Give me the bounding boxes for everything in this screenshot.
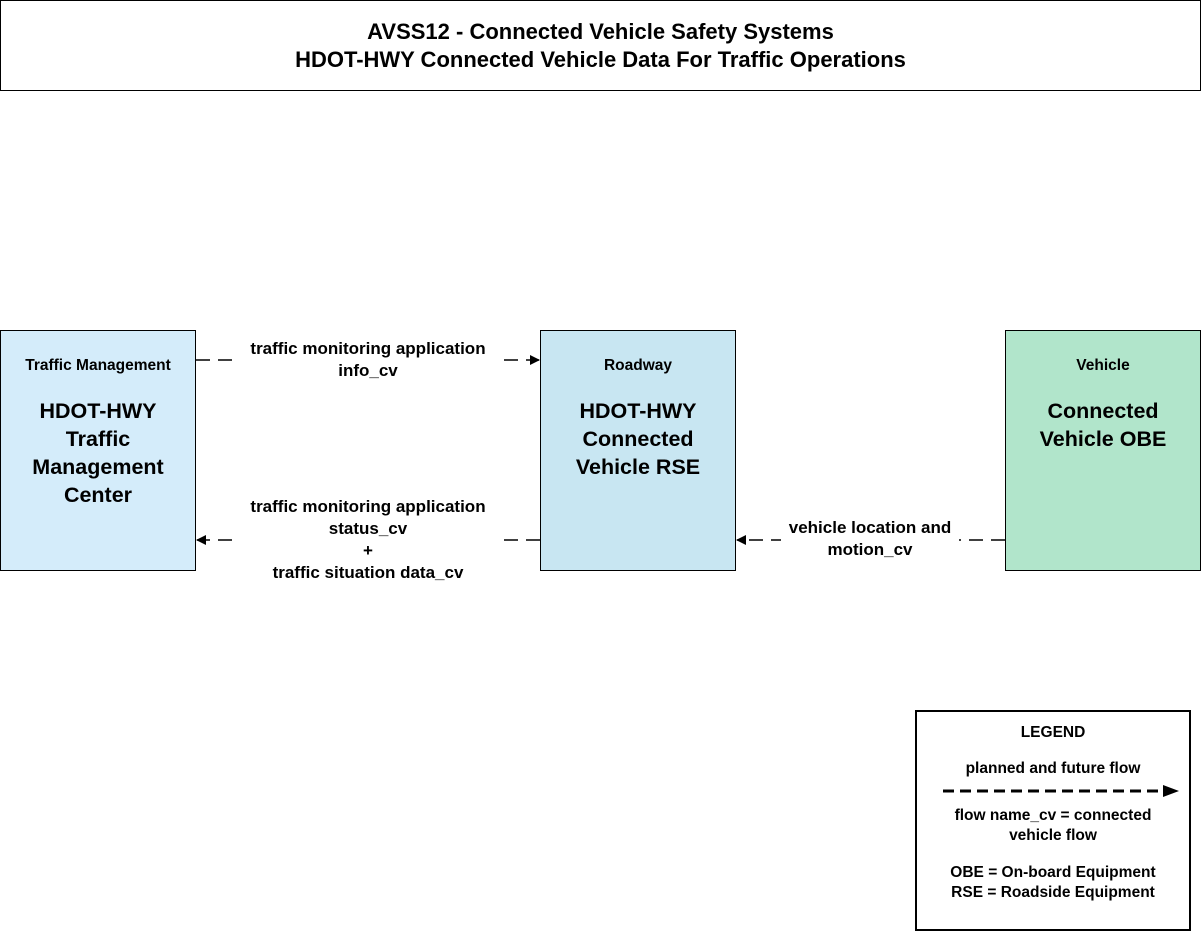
legend-cv-explanation: flow name_cv = connected vehicle flow	[917, 806, 1189, 846]
node-category: Traffic Management	[25, 357, 171, 374]
legend-abbr-line: OBE = On-board Equipment	[950, 864, 1156, 881]
node-traffic-management-center: Traffic Management HDOT-HWY Traffic Mana…	[0, 330, 196, 571]
legend-title: LEGEND	[1020, 724, 1086, 741]
flow-label-rse-to-tmc: traffic monitoring application status_cv…	[240, 496, 496, 584]
legend-cv-line: flow name_cv = connected	[954, 807, 1152, 824]
node-name: HDOT-HWY Connected Vehicle RSE	[541, 397, 735, 481]
node-name-line: Connected	[582, 427, 694, 451]
flow-label-tmc-to-rse: traffic monitoring application info_cv	[240, 338, 496, 382]
flow-label-line: vehicle location and	[788, 518, 952, 537]
diagram-title-line-1: AVSS12 - Connected Vehicle Safety System…	[367, 18, 834, 44]
node-category: Roadway	[603, 357, 673, 374]
legend-abbreviations: OBE = On-board Equipment RSE = Roadside …	[917, 863, 1189, 903]
flow-label-line: +	[363, 541, 373, 560]
diagram-title-box: AVSS12 - Connected Vehicle Safety System…	[0, 0, 1201, 91]
legend-cv-line: vehicle flow	[1009, 827, 1097, 844]
node-name: HDOT-HWY Traffic Management Center	[1, 397, 195, 509]
node-connected-vehicle-rse: Roadway HDOT-HWY Connected Vehicle RSE	[540, 330, 736, 571]
flow-label-line: motion_cv	[827, 540, 913, 559]
flow-label-line: traffic monitoring application	[250, 339, 486, 358]
node-name-line: Vehicle RSE	[575, 455, 701, 479]
diagram-title-line-2: HDOT-HWY Connected Vehicle Data For Traf…	[295, 46, 906, 72]
node-name-line: Vehicle OBE	[1039, 427, 1167, 451]
flow-label-line: traffic monitoring application	[250, 497, 486, 516]
node-category: Vehicle	[1076, 357, 1130, 374]
node-name-line: Traffic	[65, 427, 131, 451]
legend-box: LEGEND planned and future flow flow name…	[915, 710, 1191, 931]
node-name-line: Connected	[1047, 399, 1159, 423]
legend-planned-flow-arrow	[943, 785, 1179, 797]
flow-label-line: info_cv	[338, 361, 398, 380]
flow-label-line: traffic situation data_cv	[272, 563, 464, 582]
flow-label-line: status_cv	[328, 519, 408, 538]
legend-planned-flow-label: planned and future flow	[965, 760, 1141, 777]
node-connected-vehicle-obe: Vehicle Connected Vehicle OBE	[1005, 330, 1201, 571]
legend-abbr-line: RSE = Roadside Equipment	[951, 884, 1155, 901]
node-name-line: Management	[32, 455, 164, 479]
node-name-line: Center	[63, 483, 133, 507]
node-name: Connected Vehicle OBE	[1006, 397, 1200, 453]
node-name-line: HDOT-HWY	[39, 399, 157, 423]
flow-label-obe-to-rse: vehicle location and motion_cv	[781, 517, 959, 561]
node-name-line: HDOT-HWY	[579, 399, 697, 423]
